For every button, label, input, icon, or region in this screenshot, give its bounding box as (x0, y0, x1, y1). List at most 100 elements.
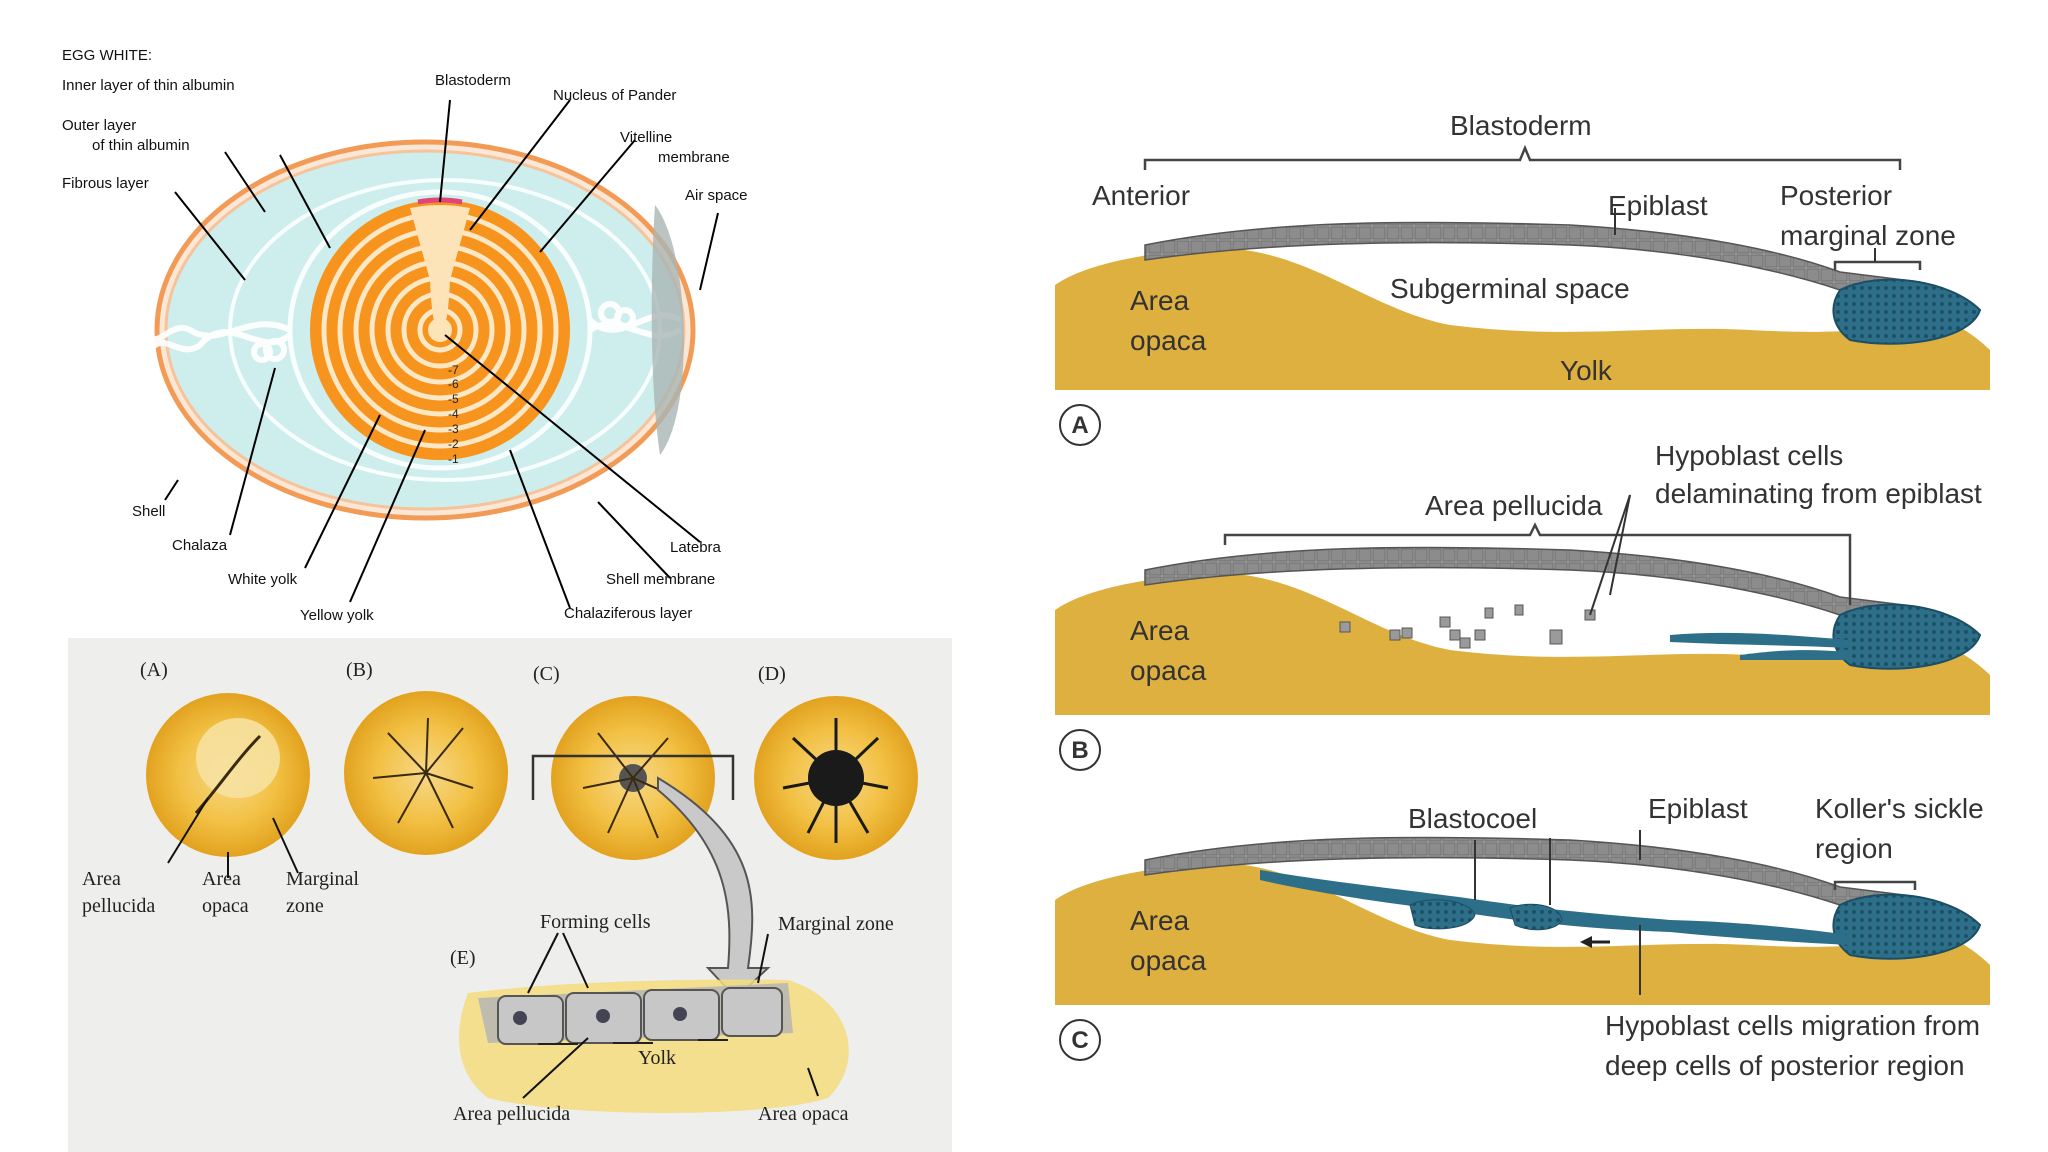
section-a-letter: A (1071, 412, 1088, 439)
posterior-b (1832, 603, 1982, 670)
disc-c (531, 696, 735, 860)
section-a-anterior-label: Anterior (1092, 180, 1190, 211)
posterior-bracket-a (1833, 260, 1922, 270)
chalaza-left (142, 321, 292, 363)
nucleus-of-pander-label: Nucleus of Pander (553, 87, 676, 104)
section-a-yolk-label: Yolk (1560, 355, 1613, 386)
section-b-area-opaca-label-2: opaca (1130, 655, 1207, 686)
disc-a (146, 693, 310, 857)
area-pellucida-label-2: pellucida (82, 895, 155, 917)
ring-numbers: -7 -6 -5 -4 -3 -2 -1 (448, 363, 459, 466)
section-e-label: (E) (450, 947, 476, 969)
air-space (651, 205, 684, 455)
inner-thin-albumin-label: Inner layer of thin albumin (62, 77, 235, 94)
section-a (1055, 144, 1990, 446)
shell-label: Shell (132, 503, 165, 520)
disc-b (344, 691, 508, 855)
section-b-letter: B (1071, 737, 1088, 764)
vitelline-label-2: membrane (658, 149, 730, 166)
blastoderm-label: Blastoderm (435, 72, 511, 89)
shell-membrane-label: Shell membrane (606, 571, 715, 588)
section-b-hypoblast-label-1: Hypoblast cells (1655, 440, 1843, 471)
disc-c-label: (C) (533, 663, 560, 685)
section-b-hypoblast-label-2: delaminating from epiblast (1655, 478, 1982, 509)
area-pellucida-label-1: Area (82, 868, 121, 890)
air-space-label: Air space (685, 187, 748, 204)
kollers-bracket-c (1833, 880, 1917, 890)
ring-number: -7 (448, 363, 459, 377)
ring-number: -6 (448, 377, 459, 391)
sections-svg: Blastoderm Anterior Epiblast Posterior m… (1055, 110, 1990, 1081)
blastula-svg: (A) (B) (C) (D) (E) Area pellucida Area … (82, 659, 918, 1125)
section-c-migration-label-2: deep cells of posterior region (1605, 1050, 1965, 1081)
blastoderm-bracket-a (1143, 144, 1902, 170)
marginal-zone-label-1: Marginal (286, 868, 359, 890)
latebra-label: Latebra (670, 539, 722, 556)
egg-svg: -7 -6 -5 -4 -3 -2 -1 EGG WHITE: Inner la… (62, 47, 748, 624)
section-a-area-opaca-label-1: Area (1130, 285, 1190, 316)
marginal-zone-label: Marginal zone (778, 913, 894, 935)
outer-layer-label-1: Outer layer (62, 117, 136, 134)
hypoblast-sheet-c (1260, 870, 1850, 945)
section-b-area-opaca-label-1: Area (1130, 615, 1190, 646)
hypoblast-streak-b (1670, 632, 1850, 648)
egg-diagram: -7 -6 -5 -4 -3 -2 -1 EGG WHITE: Inner la… (50, 30, 790, 630)
ring-number: -4 (448, 407, 459, 421)
section-c-migration-label-1: Hypoblast cells migration from (1605, 1010, 1980, 1041)
section-a-posterior-label-2: marginal zone (1780, 220, 1956, 251)
forming-cells (497, 987, 783, 1045)
yolk-a (1055, 248, 1990, 390)
ring-number: -2 (448, 437, 459, 451)
section-bracket (531, 754, 735, 800)
section-c-kollers-label-1: Koller's sickle (1815, 793, 1984, 824)
section-b (1055, 494, 1990, 771)
fibrous-layer-label: Fibrous layer (62, 175, 149, 192)
outer-layer-label-2: of thin albumin (92, 137, 190, 154)
blastula-diagram: (A) (B) (C) (D) (E) Area pellucida Area … (68, 638, 952, 1152)
disc-b-label: (B) (346, 659, 373, 681)
section-a-epiblast-label: Epiblast (1608, 190, 1708, 221)
section-e (459, 979, 849, 1113)
disc-a-label: (A) (140, 659, 168, 681)
ring-number: -5 (448, 392, 459, 406)
cross-sections: Blastoderm Anterior Epiblast Posterior m… (1050, 100, 2010, 1100)
section-c (1055, 830, 1990, 1061)
blastula-leader-lines (167, 797, 819, 1099)
yolk-c (1055, 863, 1990, 1005)
forming-cells-label: Forming cells (540, 911, 651, 933)
chalaza-label: Chalaza (172, 537, 228, 554)
section-a-posterior-label-1: Posterior (1780, 180, 1892, 211)
yellow-yolk-label: Yellow yolk (300, 607, 374, 624)
area-pellucida-label: Area pellucida (453, 1103, 570, 1125)
egg-leader-lines (164, 99, 719, 609)
white-yolk-label: White yolk (228, 571, 298, 588)
latebra (410, 205, 470, 335)
section-a-area-opaca-label-2: opaca (1130, 325, 1207, 356)
vitelline-label-1: Vitelline (620, 129, 672, 146)
section-a-subgerminal-label: Subgerminal space (1390, 273, 1630, 304)
yolk-label: Yolk (638, 1047, 676, 1069)
marginal-zone-label-2: zone (286, 895, 324, 917)
section-a-blastoderm-label: Blastoderm (1450, 110, 1592, 141)
section-c-kollers-label-2: region (1815, 833, 1893, 864)
section-c-area-opaca-label-2: opaca (1130, 945, 1207, 976)
chalaziferous-layer-label: Chalaziferous layer (564, 605, 692, 622)
hypoblast-clump-c-2 (1509, 903, 1563, 931)
ring-number: -1 (448, 452, 459, 466)
disc-d-label: (D) (758, 663, 786, 685)
disc-d (754, 696, 918, 860)
area-opaca-label-1: Area (202, 868, 241, 890)
hypoblast-clump-c (1409, 899, 1476, 930)
egg-white-heading: EGG WHITE: (62, 47, 152, 64)
section-b-area-pellucida-label: Area pellucida (1425, 490, 1603, 521)
section-c-epiblast-label: Epiblast (1648, 793, 1748, 824)
section-c-letter: C (1071, 1027, 1088, 1054)
section-c-blastocoel-label: Blastocoel (1408, 803, 1537, 834)
hypoblast-streak-b-2 (1740, 650, 1850, 660)
posterior-marginal-zone-a (1832, 278, 1982, 345)
area-opaca-label-2: opaca (202, 895, 249, 917)
area-opaca-label: Area opaca (758, 1103, 849, 1125)
section-c-area-opaca-label-1: Area (1130, 905, 1190, 936)
area-pellucida-bracket-b (1223, 522, 1852, 605)
ring-number: -3 (448, 422, 459, 436)
